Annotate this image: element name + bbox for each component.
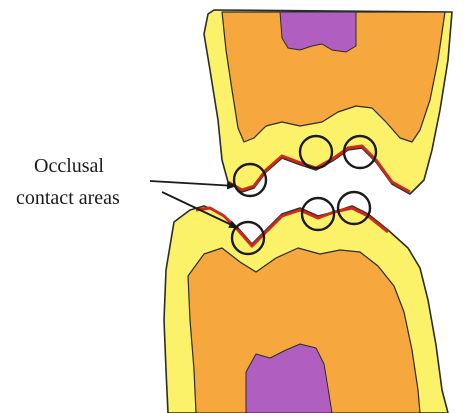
annotation-label: Occlusal contact areas [16,155,120,209]
lower-tooth-pulp [246,344,332,413]
label-line-1: Occlusal [34,155,104,177]
label-line-2: contact areas [16,187,120,209]
arrow-to-upper-contact [150,181,236,186]
lower-tooth [164,206,448,413]
